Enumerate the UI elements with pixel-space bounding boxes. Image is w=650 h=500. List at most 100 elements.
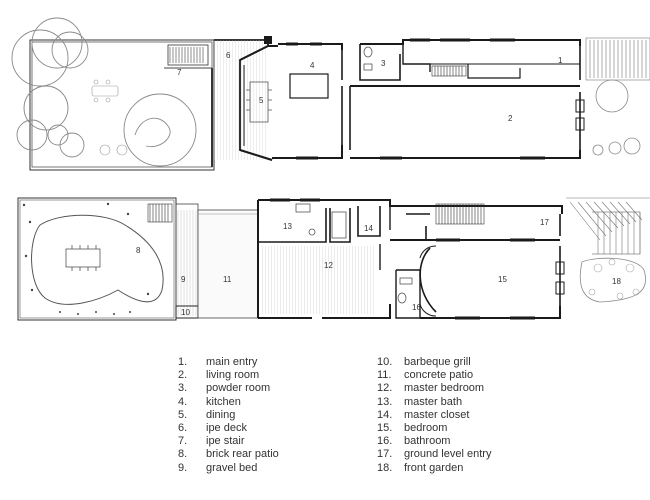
legend-item: 1. main entry [178, 356, 279, 369]
bedroom-curved-wall [419, 247, 437, 313]
legend-item: 2. living room [178, 369, 279, 382]
legend-label: barbeque grill [404, 356, 471, 368]
room-number-5: 5 [259, 96, 264, 105]
room-number-10: 10 [181, 308, 190, 317]
outdoor-table-lower [65, 245, 101, 271]
legend-label: dining [206, 408, 236, 421]
legend-item: 12. master bedroom [377, 382, 491, 395]
windows-lower [270, 198, 535, 320]
legend-item: 7. ipe stair [178, 435, 279, 448]
front-steps-upper [585, 37, 650, 81]
legend-number: 16. [377, 435, 393, 448]
gravel-bed [175, 203, 199, 319]
legend-label: ipe deck [206, 421, 247, 434]
legend-number: 2. [178, 369, 188, 382]
legend-item: 14. master closet [377, 409, 491, 422]
upper-floor-plan: 1 2 3 4 5 6 7 [11, 17, 650, 171]
legend-number: 4. [178, 395, 188, 408]
legend-label: living room [206, 369, 260, 382]
legend-label: gravel bed [206, 461, 258, 474]
room-number-7: 7 [177, 68, 182, 77]
legend-number: 13. [377, 395, 393, 408]
legend-item: 11. concrete patio [377, 369, 491, 382]
legend-number: 6. [178, 421, 188, 434]
legend-label: bedroom [404, 421, 448, 434]
legend-number: 15. [377, 421, 393, 434]
room-number-12: 12 [324, 261, 333, 270]
powder-room-fixtures [363, 46, 373, 71]
concrete-patio [197, 209, 259, 319]
room-number-2: 2 [508, 114, 513, 123]
front-garden-outline [579, 257, 646, 303]
legend-item: 4. kitchen [178, 396, 279, 409]
house-walls-upper [239, 39, 585, 161]
room-number-11: 11 [223, 275, 232, 284]
kitchen-island [289, 73, 329, 99]
legend-label: bathroom [404, 435, 451, 448]
legend-item: 3.powder room [178, 382, 279, 395]
legend-column-2: 10. barbeque grill 11. concrete patio 12. m… [377, 356, 491, 475]
legend-label: concrete patio [404, 369, 474, 382]
legend-number: 14. [377, 408, 393, 421]
legend-label: ipe stair [206, 435, 245, 448]
legend-item: 15. bedroom [377, 422, 491, 435]
legend-label: master bedroom [404, 382, 485, 395]
legend-item: 5. dining [178, 409, 279, 422]
legend-item: 16. bathroom [377, 435, 491, 448]
legend-number: 11. [377, 369, 392, 382]
legend-number: 1. [178, 356, 188, 368]
legend-number: 7. [178, 435, 188, 448]
rear-stair-lower [147, 203, 173, 223]
room-number-4: 4 [310, 61, 315, 70]
front-exterior-lower [566, 197, 650, 255]
room-number-16: 16 [412, 303, 421, 312]
room-number-9: 9 [181, 275, 186, 284]
legend-item: 10. barbeque grill [377, 356, 491, 369]
master-bedroom-floor [262, 246, 374, 314]
room-number-13: 13 [283, 222, 292, 231]
room-number-14: 14 [364, 224, 373, 233]
room-number-3: 3 [381, 59, 386, 68]
legend-number: 17. [377, 448, 393, 461]
legend-number: 10. [377, 356, 393, 368]
front-garden-plants [588, 258, 640, 300]
entry-stair-lower [406, 203, 485, 225]
room-number-15: 15 [498, 275, 507, 284]
brick-patio-outline [31, 214, 164, 305]
legend-item: 13. master bath [377, 396, 491, 409]
dining-table-upper [246, 81, 272, 123]
room-number-1: 1 [558, 56, 563, 65]
ipe-stair-upper [167, 44, 209, 66]
legend-label: powder room [206, 382, 271, 395]
legend-number: 8. [178, 448, 188, 461]
bathroom-fixtures [397, 277, 413, 304]
legend-item: 9. gravel bed [178, 462, 279, 475]
legend-label: kitchen [206, 395, 241, 408]
legend-column-1: 1. main entry 2. living room 3.powder room… [178, 356, 279, 475]
legend-item: 17. ground level entry [377, 448, 491, 461]
legend-label: master closet [404, 408, 470, 421]
legend-label: main entry [206, 356, 258, 368]
house-walls-lower [257, 199, 565, 319]
room-number-6: 6 [226, 51, 231, 60]
legend-number: 18. [377, 461, 393, 474]
trees-upper [11, 17, 197, 167]
room-number-17: 17 [540, 218, 549, 227]
legend-label: brick rear patio [206, 448, 279, 461]
patio-dots [22, 202, 150, 315]
legend-label: front garden [404, 461, 464, 474]
lower-floor-plan: 8 9 10 11 12 13 14 15 16 17 18 [17, 197, 650, 321]
legend-number: 12. [377, 382, 393, 395]
legend-number: 9. [178, 461, 188, 474]
legend-label: ground level entry [404, 448, 492, 461]
room-number-8: 8 [136, 246, 141, 255]
legend-item: 6. ipe deck [178, 422, 279, 435]
legend-number: 5. [178, 408, 188, 421]
windows-upper [286, 38, 545, 160]
legend-label: master bath [404, 395, 463, 408]
patio-furniture-upper [91, 79, 128, 156]
main-stair-upper [431, 65, 467, 77]
room-number-18: 18 [612, 277, 621, 286]
